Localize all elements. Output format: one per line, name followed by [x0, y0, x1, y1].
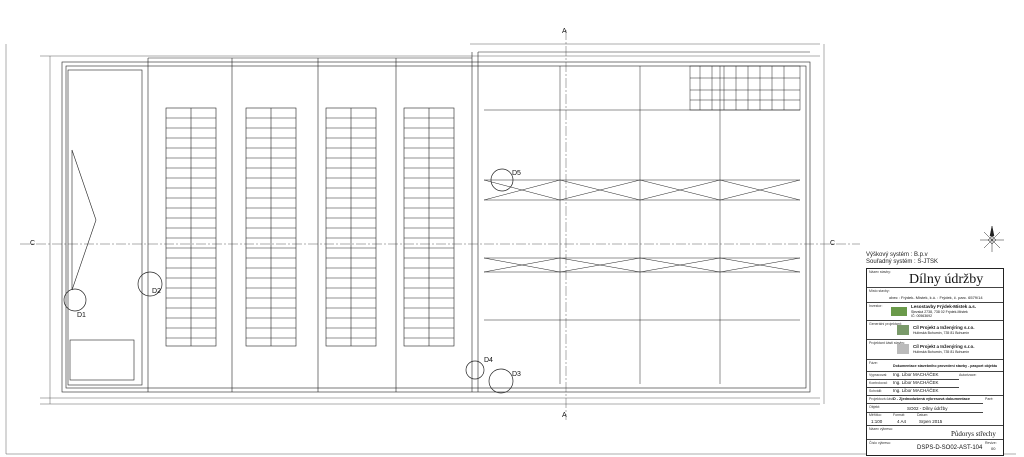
- north-arrow-icon: [980, 225, 1004, 252]
- detail-label-d2: D2: [152, 288, 161, 295]
- drawing-name-label: Název výkresu:: [869, 427, 893, 431]
- phase-text: Dokumentace stavebního provedení stavby …: [893, 364, 998, 368]
- part-designer-label: Projektant části stavby:: [869, 341, 905, 345]
- coordinate-systems: Výškový systém : B.p.v Souřadný systém :…: [866, 252, 938, 266]
- date-value: Srpen 2015: [919, 419, 943, 424]
- detail-label-d3: D3: [512, 371, 521, 378]
- location-label: Místo stavby:: [869, 289, 890, 293]
- person-name-2: Ing. Libor MACHÁČEK: [893, 380, 939, 385]
- investor-name: Lesostavby Frýdek-Místek a.s.: [911, 304, 977, 309]
- designer-logo: [897, 325, 909, 335]
- stamp-label: Název stavby:: [869, 270, 891, 274]
- investor-address: Slezská 2738, 738 02 Frýdek-Místek: [911, 310, 968, 314]
- scale-value: 1:100: [871, 419, 883, 424]
- scale-label: Měřítko:: [869, 413, 882, 417]
- general-designer-address: Hulínská Bohumín, 735 81 Bohumín: [913, 331, 970, 335]
- vertical-system-text: Výškový systém : B.p.v: [866, 252, 928, 258]
- detail-label-d5: D5: [512, 170, 521, 177]
- format-label: Formát:: [893, 413, 906, 417]
- object-text: SO02 - Dílny údržby: [907, 406, 948, 411]
- revision-label: Revize:: [985, 441, 997, 445]
- section-mark-a-bottom: A: [562, 412, 567, 419]
- title-block: Název stavby: Dílny údržby Místo stavby:…: [866, 268, 1004, 456]
- investor-ic: IČ: 00563692: [911, 314, 933, 318]
- section-mark-c-right: C: [830, 240, 836, 247]
- print-label: Paré:: [985, 397, 994, 401]
- part-designer-name: Cíl Projekt a Inženýring s.r.o.: [913, 344, 975, 349]
- signature-label: Autorizace:: [959, 373, 977, 377]
- phase-label: Fáze:: [869, 361, 878, 365]
- coordinate-system-text: Souřadný systém : S-JTSK: [866, 259, 939, 265]
- person-name-1: Ing. Libor MACHÁČEK: [893, 372, 939, 377]
- investor-label: Investor:: [869, 304, 883, 308]
- drawing-name: Půdorys střechy: [951, 430, 996, 438]
- person-role-2: Kontroloval:: [869, 381, 888, 385]
- detail-label-d4: D4: [484, 357, 493, 364]
- project-part-text: D - Zjednodušená výkresová dokumentace: [893, 397, 971, 401]
- section-mark-c-left: C: [30, 240, 36, 247]
- part-designer-address: Hulínská Bohumín, 735 81 Bohumín: [913, 350, 970, 354]
- revision-value: 00: [991, 446, 996, 451]
- date-label: Datum:: [917, 413, 929, 417]
- general-designer-name: Cíl Projekt a Inženýring s.r.o.: [913, 325, 975, 330]
- part-designer-logo: [897, 344, 909, 354]
- person-role-3: Schválil:: [869, 389, 883, 393]
- building-title: Dílny údržby: [909, 272, 984, 287]
- drawing-number: DSPS-D-SO02-AST-104: [917, 445, 983, 451]
- location-text: obec : Frýdek- Místek, k.ú. : Frýdek, č.…: [889, 295, 983, 300]
- project-part-label: Projektová část:: [869, 397, 894, 401]
- person-name-3: Ing. Libor MACHÁČEK: [893, 388, 939, 393]
- drawing-number-label: Číslo výkresu:: [869, 441, 891, 445]
- general-designer-label: Generální projektant:: [869, 322, 902, 326]
- detail-label-d1: D1: [77, 312, 86, 319]
- investor-logo: [891, 307, 907, 316]
- format-value: 4 A4: [897, 419, 907, 424]
- object-label: Objekt:: [869, 405, 881, 409]
- person-role-1: Vypracoval:: [869, 373, 888, 377]
- section-mark-a-top: A: [562, 28, 567, 35]
